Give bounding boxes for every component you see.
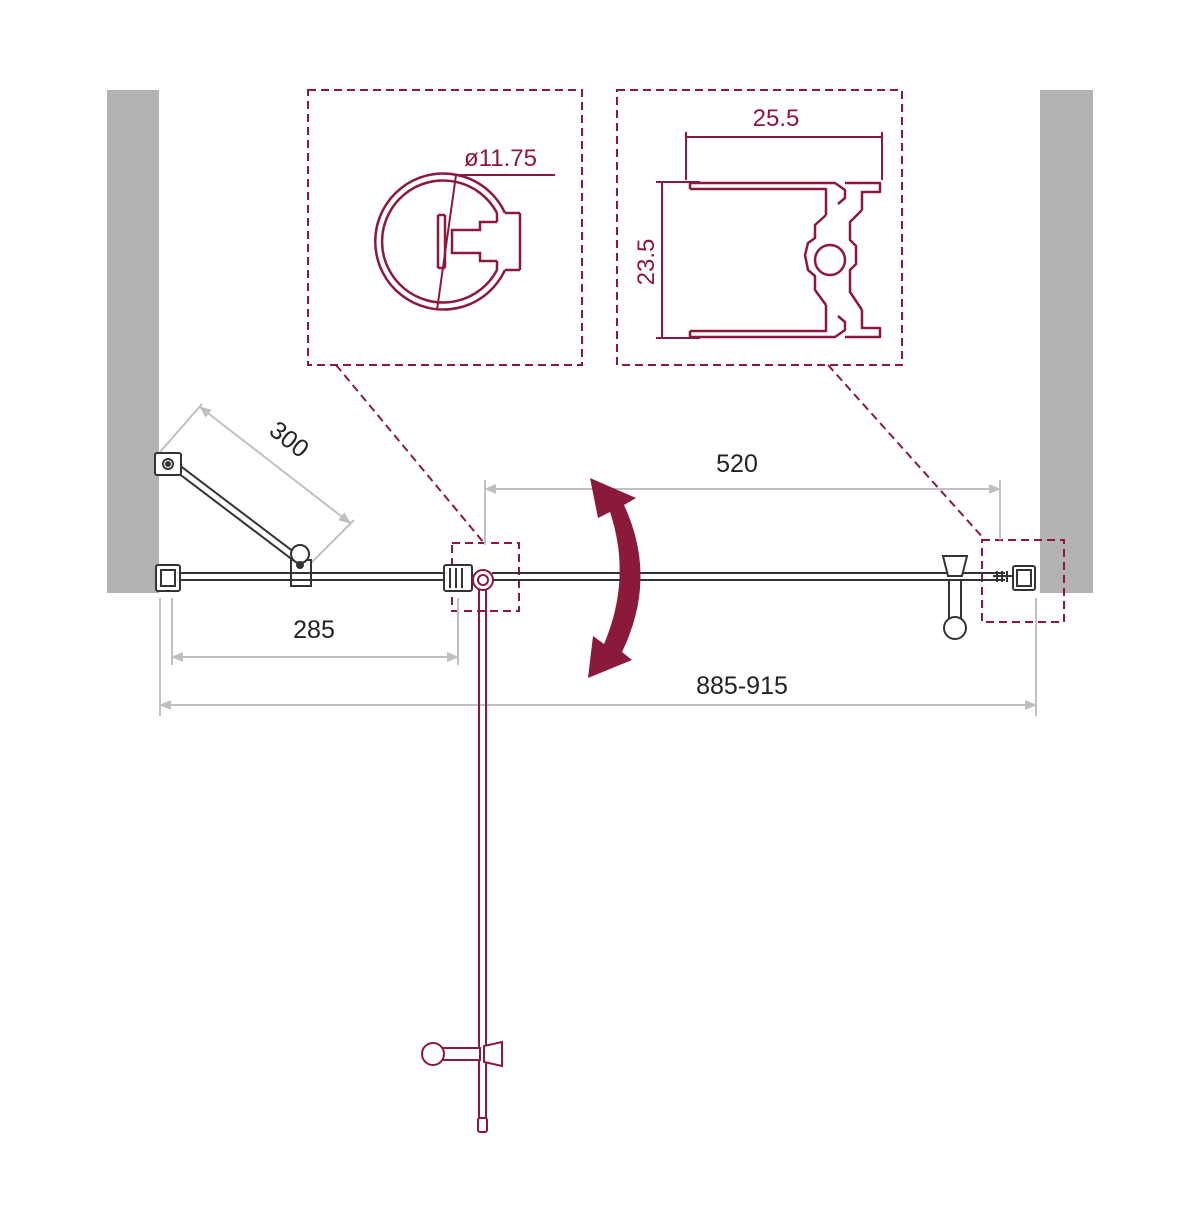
door-handle-closed	[941, 555, 969, 577]
stabilizer-bar	[154, 452, 312, 587]
right-wall	[1040, 90, 1093, 593]
wall-profile-depth-label: 23.5	[633, 239, 660, 286]
door-closed-position	[492, 555, 1036, 640]
dimension-285-label: 285	[293, 616, 335, 644]
dimension-300-label: 300	[264, 416, 314, 464]
left-wall-clamp	[155, 564, 181, 592]
door-open-position	[421, 569, 503, 1133]
hinge-profile-drawing	[374, 172, 555, 311]
dimension-total-label: 885-915	[696, 672, 788, 700]
detail-box-wall-profile	[616, 89, 903, 366]
hinge-block	[443, 564, 473, 592]
hinge-diameter-label: ø11.75	[464, 145, 537, 172]
wall-profile-width-label: 25.5	[753, 105, 800, 132]
detail-box-hinge	[307, 89, 583, 366]
dimension-lines	[159, 403, 1037, 716]
door-handle-open	[483, 1040, 503, 1068]
wall-profile-drawing	[656, 132, 883, 339]
right-wall-profile	[1012, 565, 1036, 591]
swing-arrow	[588, 478, 641, 678]
fixed-glass-panel	[155, 564, 473, 592]
left-wall	[107, 90, 159, 593]
dimension-520-label: 520	[716, 450, 758, 478]
